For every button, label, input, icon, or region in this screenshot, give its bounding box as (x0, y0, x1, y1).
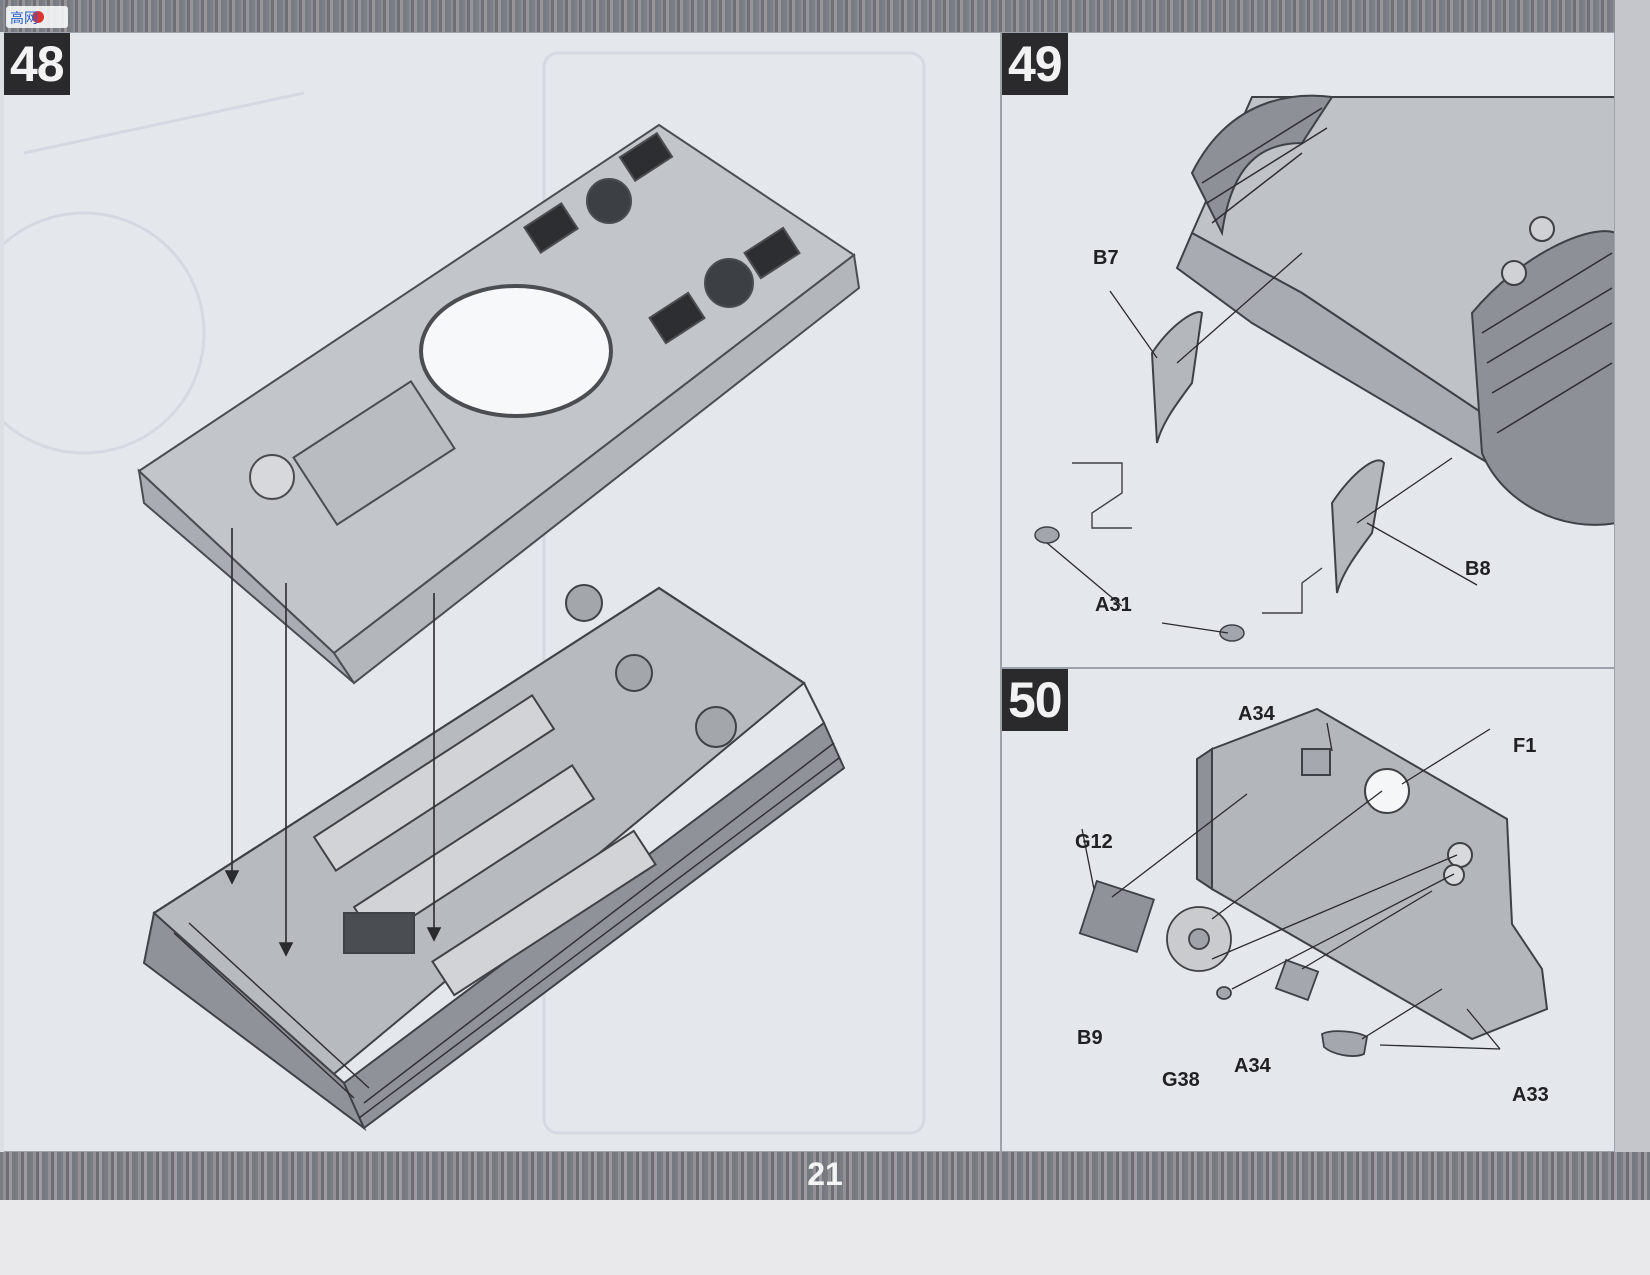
part-label-g12: G12 (1075, 831, 1113, 853)
leader-lines (1046, 252, 1478, 634)
step-50-panel: 50 (1001, 668, 1615, 1152)
part-outlines (1072, 462, 1323, 614)
page-edge-shadow (1615, 0, 1650, 1200)
bottom-color-band (0, 1152, 1650, 1200)
site-logo-watermark: 高网 (6, 6, 68, 28)
lower-hull-with-tracks (142, 584, 846, 1132)
mudflap-parts (1150, 311, 1386, 594)
hull-rear-with-tracks (1175, 94, 1614, 526)
step-49-illustration (1034, 94, 1614, 642)
part-label-b7: B7 (1093, 247, 1119, 269)
part-label-b9: B9 (1077, 1027, 1103, 1049)
assembly-lines (1081, 722, 1501, 1050)
step-49-number: 49 (1002, 33, 1068, 95)
part-label-a34-top: A34 (1238, 703, 1275, 725)
top-color-band (0, 0, 1650, 32)
part-label-a34-bottom: A34 (1234, 1055, 1271, 1077)
part-label-b8: B8 (1465, 558, 1491, 580)
page-number: 21 (807, 1156, 843, 1192)
step-49-panel: 49 (1001, 32, 1615, 668)
small-parts (1078, 879, 1368, 1057)
step-48-panel: 48 (4, 32, 1001, 1152)
step-48-number: 48 (4, 33, 70, 95)
step-50-number: 50 (1002, 669, 1068, 731)
step-50-illustration (1078, 707, 1549, 1057)
upper-hull (137, 123, 861, 685)
rear-plate (1196, 707, 1549, 1041)
part-label-a31: A31 (1095, 594, 1132, 616)
svg-text:高网: 高网 (10, 10, 38, 27)
scan-background (0, 1200, 1650, 1275)
part-label-f1: F1 (1513, 735, 1537, 757)
part-label-a33: A33 (1512, 1084, 1549, 1106)
step-48-illustration (4, 51, 926, 1135)
part-label-g38: G38 (1162, 1069, 1200, 1091)
assembly-arrows (224, 528, 442, 957)
